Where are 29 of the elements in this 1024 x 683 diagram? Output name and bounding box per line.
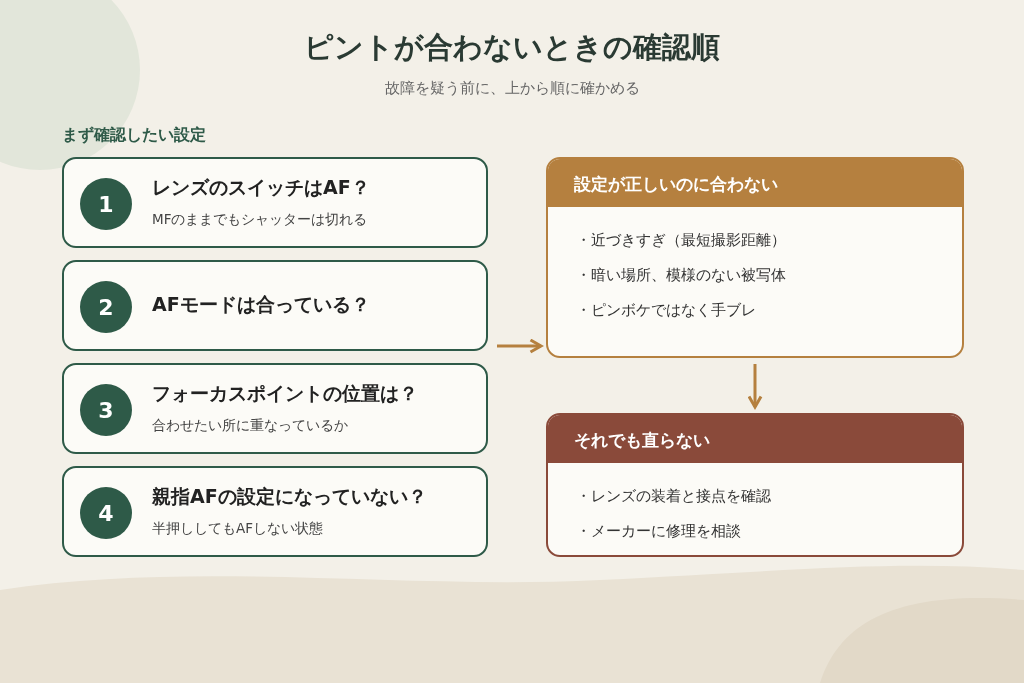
number-circle: 4 [80,487,132,539]
bullet-item: ・レンズの装着と接点を確認 [576,487,771,506]
info-panel [546,413,964,557]
card-heading: 親指AFの設定になっていない？ [152,484,427,509]
section-label: まず確認したい設定 [62,125,206,146]
bullet-item: ・暗い場所、模様のない被写体 [576,266,786,285]
info-panel [546,157,964,358]
card-heading: レンズのスイッチはAF？ [152,175,370,200]
subtitle: 故障を疑う前に、上から順に確かめる [383,79,641,98]
arrow [497,338,543,354]
number-circle: 3 [80,384,132,436]
step-card [62,466,488,557]
bullet-item: ・ピンボケではなく手ブレ [576,301,756,320]
title: ピントが合わないときの確認順 [303,29,721,66]
step-card [62,363,488,454]
card-note: MFのままでもシャッターは切れる [152,211,368,229]
step-card [62,157,488,248]
card-note: 半押ししてもAFしない状態 [152,520,323,538]
step-card [62,260,488,351]
panel-header: それでも直らない [548,415,962,463]
number-circle: 2 [80,281,132,333]
card-heading: AFモードは合っている？ [152,292,370,317]
arrow [747,364,763,409]
card-heading: フォーカスポイントの位置は？ [152,381,418,406]
card-note: 合わせたい所に重なっているか [152,417,348,435]
number-circle: 1 [80,178,132,230]
bullet-item: ・近づきすぎ（最短撮影距離） [576,231,786,250]
panel-header: 設定が正しいのに合わない [548,159,962,207]
bullet-item: ・メーカーに修理を相談 [576,522,741,541]
